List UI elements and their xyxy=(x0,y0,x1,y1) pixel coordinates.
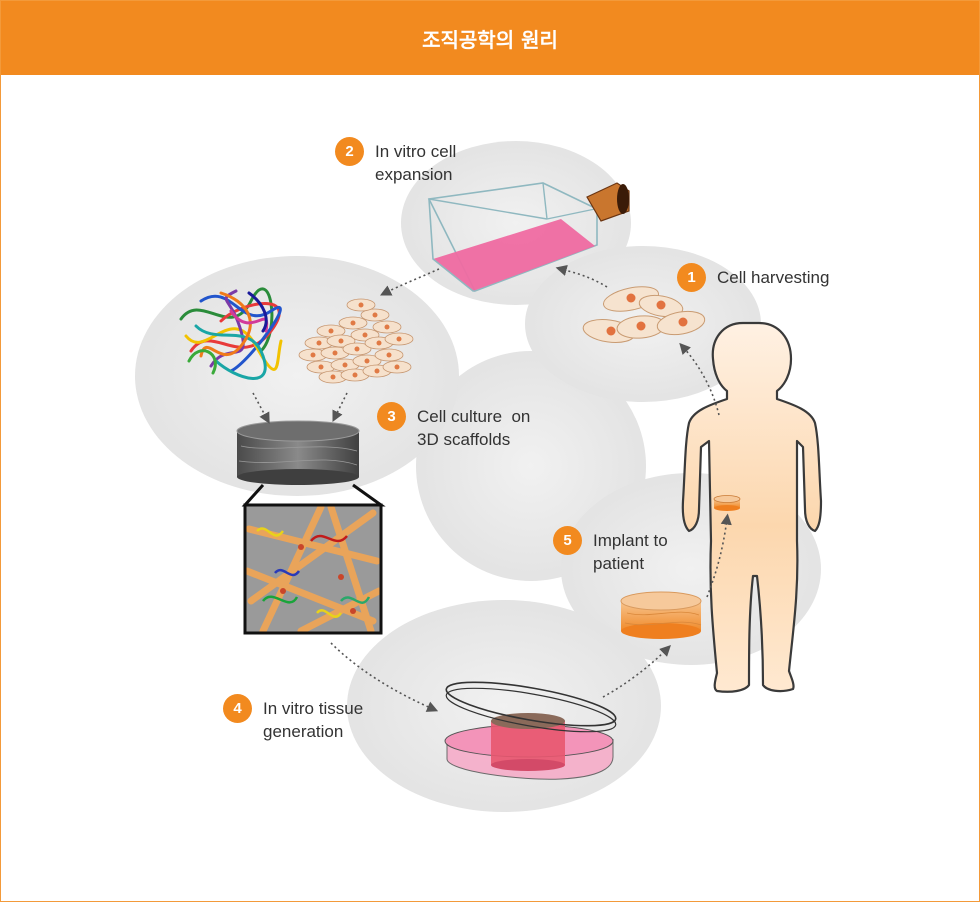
step-4-in-vitro-tissue-generation: 4 In vitro tissue generation xyxy=(223,694,363,743)
step-5-implant-to-patient: 5 Implant to patient xyxy=(553,526,668,575)
step-label-line1: Implant to xyxy=(593,529,668,552)
header-bar: 조직공학의 원리 xyxy=(1,1,979,75)
step-badge: 1 xyxy=(677,263,706,292)
step-label-line1: In vitro tissue xyxy=(263,697,363,720)
step-label-line1: In vitro cell xyxy=(375,140,456,163)
bubble-tissue-generation xyxy=(347,600,661,812)
step-label-line1: Cell harvesting xyxy=(717,266,829,289)
page-title: 조직공학의 원리 xyxy=(1,1,979,75)
implant-in-body xyxy=(714,496,740,512)
step-label: In vitro cell expansion xyxy=(375,140,456,186)
diagram-canvas: 1 Cell harvesting 2 In vitro cell expans… xyxy=(1,75,979,901)
step-badge: 2 xyxy=(335,137,364,166)
step-2-in-vitro-cell-expansion: 2 In vitro cell expansion xyxy=(335,137,456,186)
tissue-construct xyxy=(621,592,701,639)
scaffold-closeup xyxy=(245,505,381,633)
step-label-line2: generation xyxy=(263,720,363,743)
step-badge: 5 xyxy=(553,526,582,555)
tissue-engineering-illustration xyxy=(1,75,979,901)
step-3-cell-culture-on-3d-scaffolds: 3 Cell culture on 3D scaffolds xyxy=(377,402,530,451)
step-label: Implant to patient xyxy=(593,529,668,575)
step-badge: 3 xyxy=(377,402,406,431)
step-label-line2: 3D scaffolds xyxy=(417,428,530,451)
step-label: Cell harvesting xyxy=(717,266,829,289)
step-label-line2: patient xyxy=(593,552,668,575)
step-1-cell-harvesting: 1 Cell harvesting xyxy=(677,263,829,292)
step-label: In vitro tissue generation xyxy=(263,697,363,743)
step-label: Cell culture on 3D scaffolds xyxy=(417,405,530,451)
scaffold-disc xyxy=(237,421,359,485)
step-badge: 4 xyxy=(223,694,252,723)
step-label-line2: expansion xyxy=(375,163,456,186)
step-label-line1: Cell culture on xyxy=(417,405,530,428)
